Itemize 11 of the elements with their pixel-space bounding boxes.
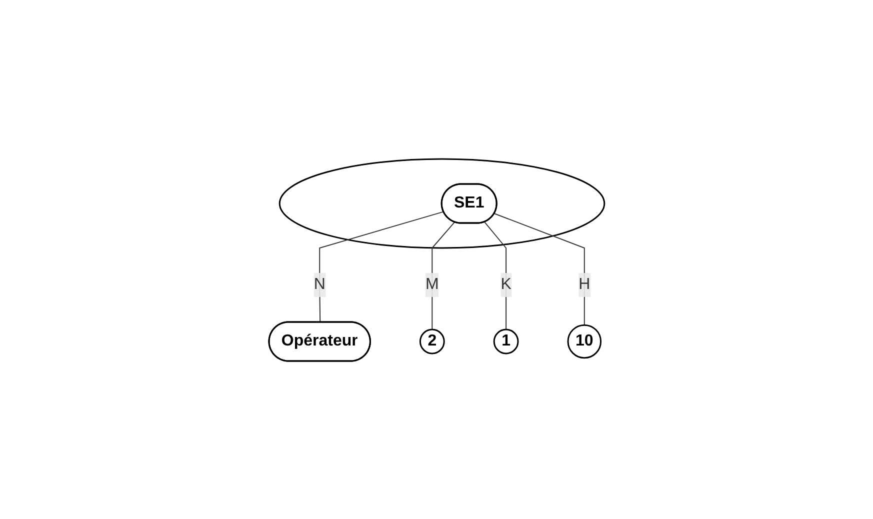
connector	[494, 212, 585, 326]
connector	[484, 221, 506, 330]
edge-label: M	[425, 275, 439, 292]
edge-label: H	[578, 275, 590, 292]
edge-label: N	[314, 275, 326, 292]
node-circle: 10	[567, 324, 602, 358]
node-circle: 1	[493, 328, 519, 354]
edge-label: K	[500, 275, 512, 292]
connector	[318, 210, 444, 322]
node-circle: 2	[419, 328, 445, 354]
connector	[431, 221, 455, 330]
